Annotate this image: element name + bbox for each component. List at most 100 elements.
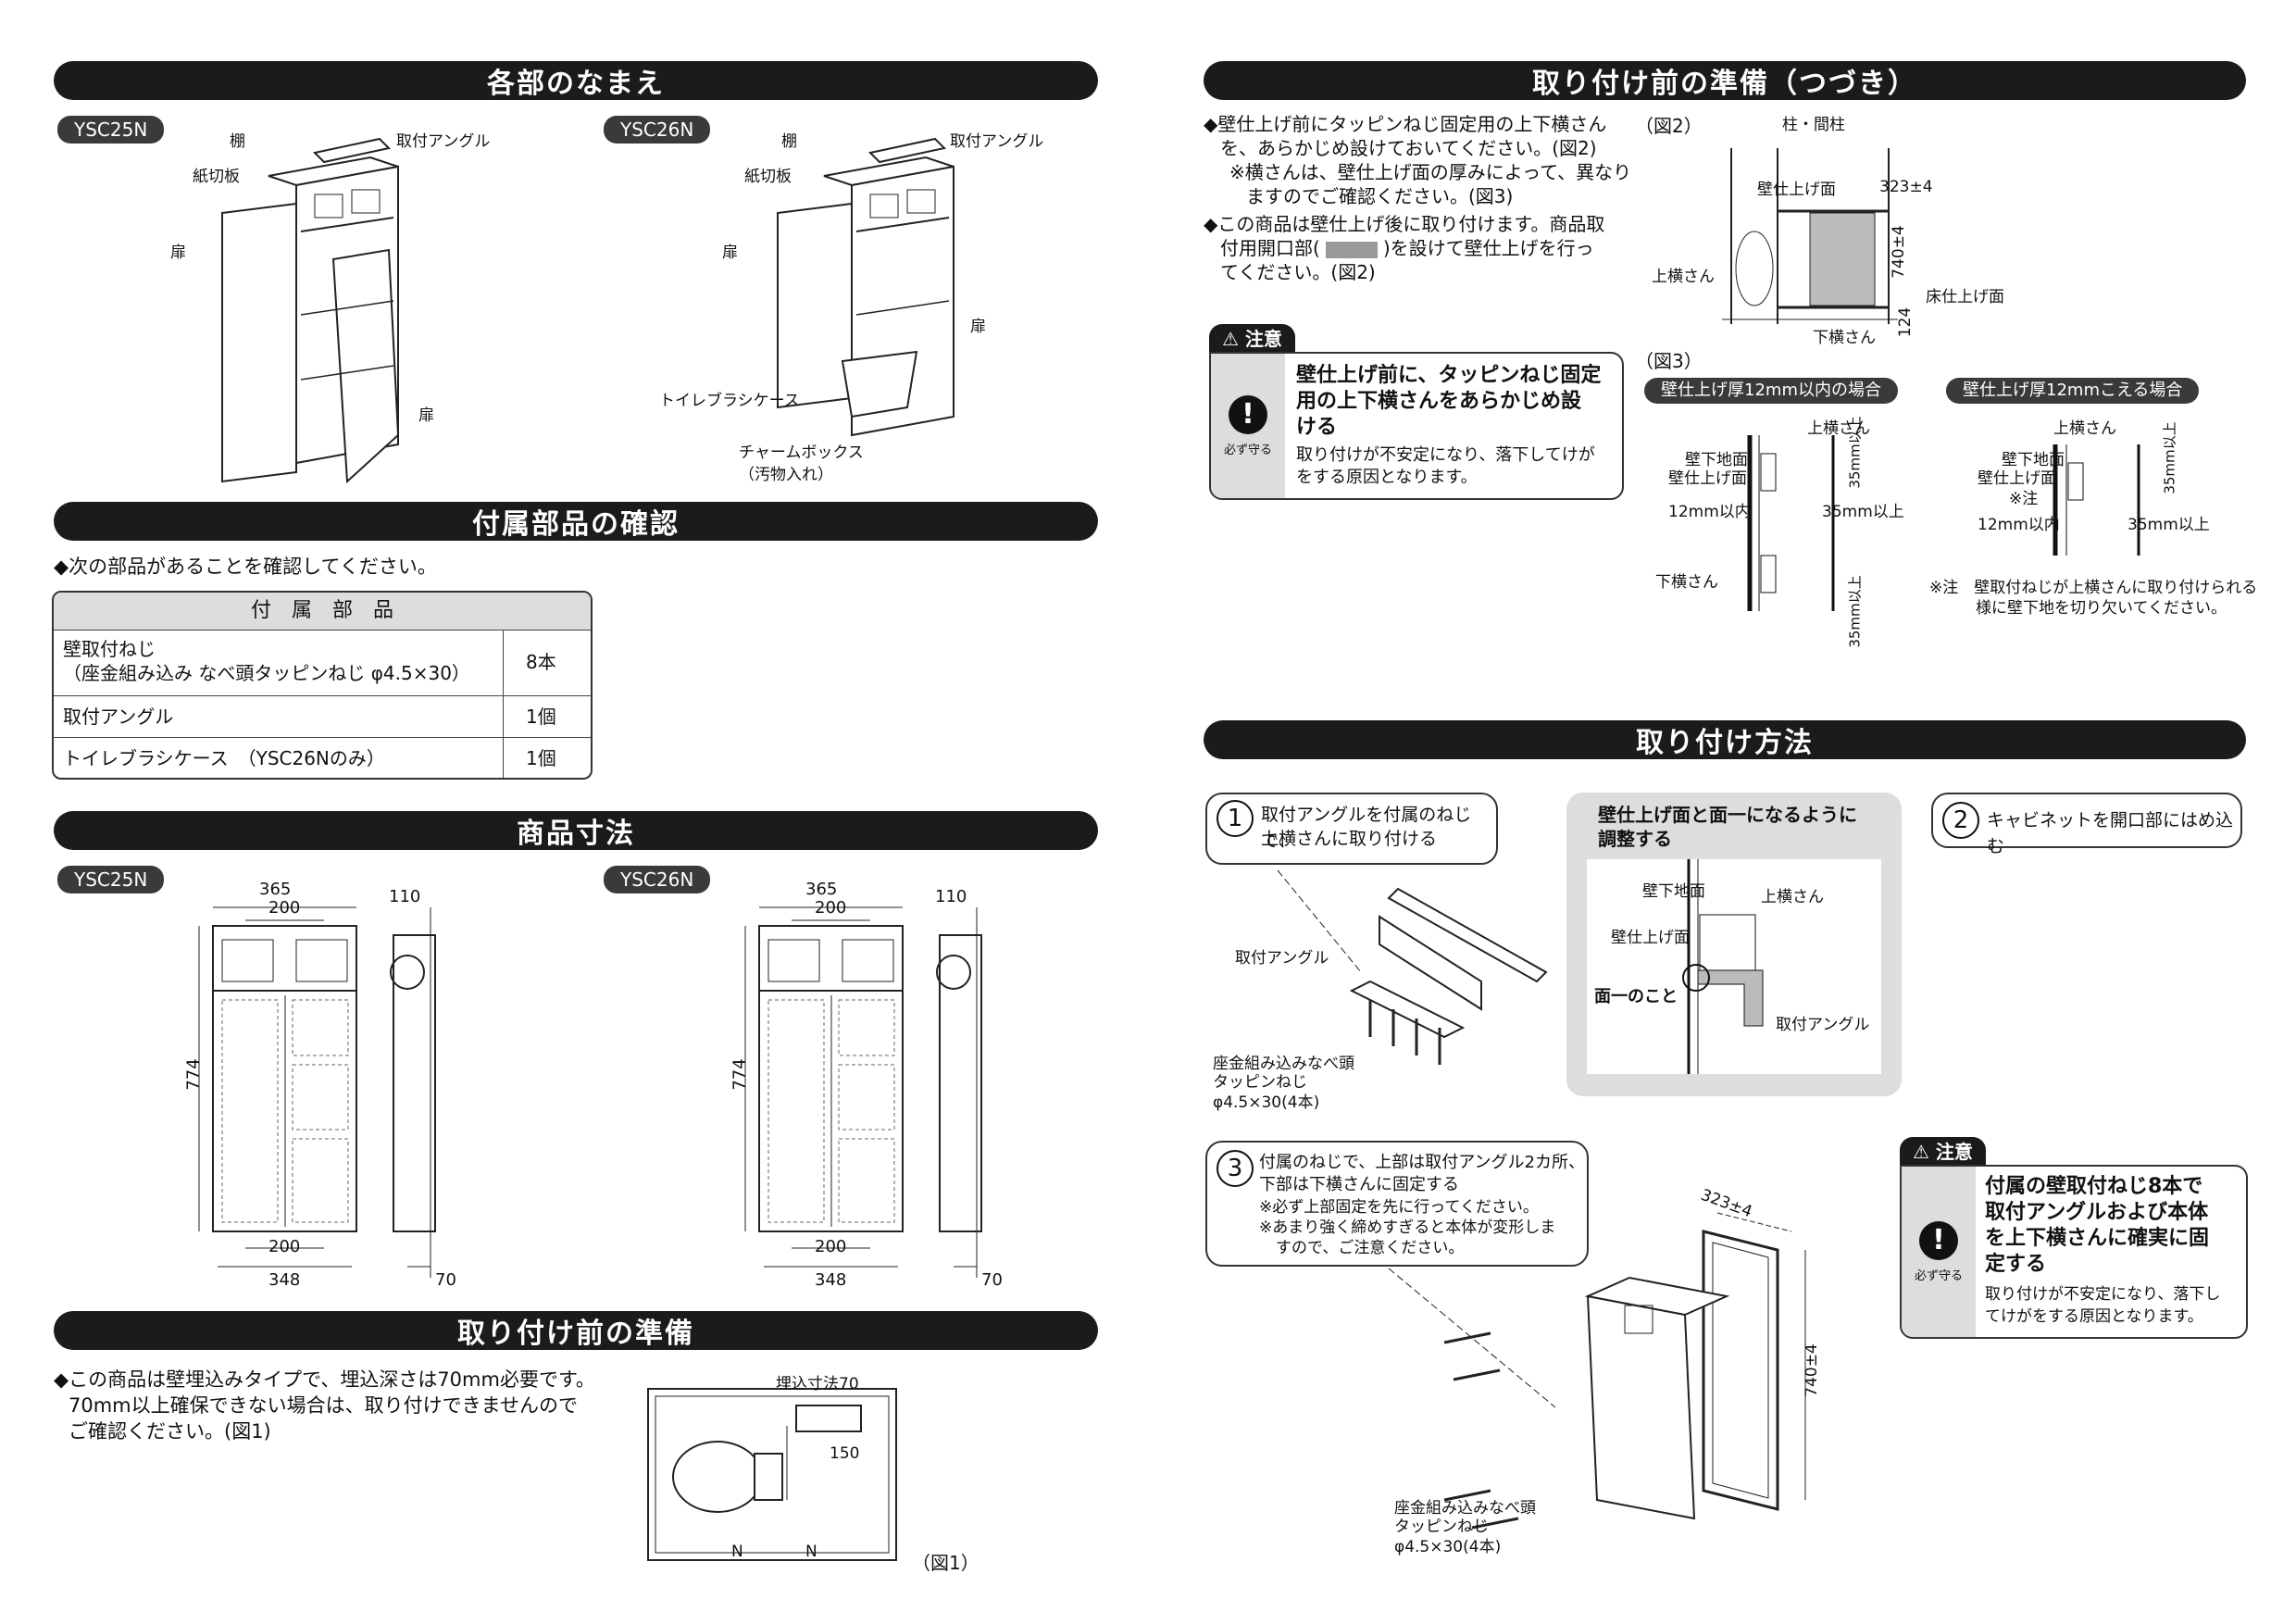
row-qty: 1個 <box>526 706 556 728</box>
step3-text-3: ※必ず上部固定を先に行ってください。 <box>1259 1198 1539 1217</box>
dims-drawing-a <box>198 906 436 1278</box>
fig3-c1-35mm-v2: 35mm以上 <box>1846 575 1864 648</box>
fig2-drawing <box>1722 148 1898 324</box>
table-header: 付 属 部 品 <box>54 593 591 631</box>
caution2-tab: ⚠ 注意 <box>1900 1137 1986 1167</box>
prep-cont-b2-3: てください。(図2) <box>1220 261 1376 283</box>
fig2-wall-finish: 壁仕上げ面 <box>1757 181 1836 199</box>
fig3-footnote-2: 様に壁下地を切り欠いてください。 <box>1976 599 2227 618</box>
prep-cont-b1-2: を、あらかじめ設けておいてください。(図2) <box>1220 137 1597 159</box>
label-charm-box-sub: （汚物入れ） <box>739 466 833 484</box>
label-door-a-right: 扉 <box>418 406 434 425</box>
table-row: トイレブラシケース （YSC26Nのみ） 1個 <box>54 738 591 778</box>
prep-cont-b2-2: 付用開口部()を設けて壁仕上げを行っ <box>1220 235 1594 261</box>
exclamation-icon: ! <box>1229 394 1267 434</box>
step2-box: 2 キャビネットを開口部にはめ込む <box>1931 793 2242 856</box>
dim-b-bottom-width: 348 <box>815 1270 847 1290</box>
fig2-floor: 床仕上げ面 <box>1926 288 2004 306</box>
prep-text-2: 70mm以上確保できない場合は、取り付けできませんので <box>69 1394 579 1417</box>
dim-b-depth: 110 <box>935 887 967 906</box>
fig1-caption: （図1） <box>912 1552 980 1574</box>
caution1-head1: 壁仕上げ前に、タッピンねじ固定 <box>1296 364 1602 387</box>
row-sub: （座金組み込み なべ頭タッピンねじ φ4.5×30） <box>63 662 470 684</box>
cabinet-b-illustration <box>777 137 955 437</box>
caution2-body1: 取り付けが不安定になり、落下し <box>1985 1285 2221 1304</box>
step3-dim-740: 740±4 <box>1802 1343 1821 1397</box>
row-name: 取付アングル <box>63 706 174 728</box>
fig2-dim-323: 323±4 <box>1879 178 1933 196</box>
label-shelf-a: 棚 <box>230 132 245 151</box>
fig3-c1-under: 壁下地面 <box>1685 451 1748 469</box>
step3-screw-3: φ4.5×30(4本) <box>1394 1538 1502 1556</box>
caution2-head3: を上下横さんに確実に固 <box>1985 1227 2210 1250</box>
prep-text-3: ご確認ください。(図1) <box>69 1420 271 1443</box>
dim-a-bottom-inner: 200 <box>268 1237 301 1256</box>
fig2-lower: 下横さん <box>1813 329 1876 347</box>
step3-box: 3 付属のねじで、上部は取付アングル2カ所、 下部は下横さんに固定する ※必ず上… <box>1205 1141 1589 1267</box>
caution1-body2: をする原因となります。 <box>1296 468 1478 487</box>
prep-cont-b1-1: ◆壁仕上げ前にタッピンねじ固定用の上下横さん <box>1204 113 1607 135</box>
caution1-body1: 取り付けが不安定になり、落下してけが <box>1296 445 1595 465</box>
fig3-c2-35mm: 35mm以上 <box>2128 516 2210 534</box>
fig1-floorplan <box>647 1388 897 1561</box>
fig2-upper: 上横さん <box>1652 268 1715 286</box>
fig3-c1-35mm-v1: 35mm以上 <box>1846 416 1864 489</box>
fig1-label: 埋込寸法70 <box>776 1375 859 1393</box>
label-door-a-left: 扉 <box>170 244 186 262</box>
fig1-dim: 150 <box>830 1444 860 1463</box>
dim-a-width: 365 <box>259 880 292 899</box>
caution1-tab: ⚠ 注意 <box>1209 324 1295 354</box>
fig1-n-1: N <box>731 1543 743 1561</box>
caution1-side: ! 必ず守る <box>1211 354 1285 498</box>
prep-cont-b1-1-content: 壁仕上げ前にタッピンねじ固定用の上下横さん <box>1217 113 1607 135</box>
fig3-c2-35mm-v: 35mm以上 <box>2161 421 2178 494</box>
step1-angle-label: 取付アングル <box>1235 949 1329 968</box>
fig2-dim-124: 124 <box>1896 306 1915 338</box>
adjust-under: 壁下地面 <box>1642 882 1705 901</box>
label-door-b-right: 扉 <box>970 318 986 336</box>
adjust-drawing <box>1682 859 1764 1074</box>
adjust-text-2: 調整する <box>1598 828 1672 850</box>
step3-number: 3 <box>1217 1150 1254 1187</box>
model-badge-a-dims: YSC25N <box>57 866 165 893</box>
prep-cont-b2-1: ◆この商品は壁仕上げ後に取り付けます。商品取 <box>1204 213 1605 235</box>
caution2-head2: 取付アングルおよび本体 <box>1985 1201 2209 1224</box>
fig3-case2: 壁仕上げ厚12mmこえる場合 <box>1946 378 2200 404</box>
fig3-c2-note: ※注 <box>2009 490 2039 508</box>
adjust-finish: 壁仕上げ面 <box>1611 929 1690 947</box>
opening-swatch <box>1325 241 1378 258</box>
fig2-dim-740: 740±4 <box>1889 225 1908 279</box>
fig3-c2-upper: 上横さん <box>2053 419 2116 438</box>
step1-box: 1 取付アングルを付属のねじで、 上横さんに取り付ける <box>1205 793 1498 865</box>
header-names: 各部のなまえ <box>54 61 1098 100</box>
fig3-c1-upper: 上横さん <box>1807 419 1870 438</box>
fig3-case1: 壁仕上げ厚12mm以内の場合 <box>1644 378 1898 404</box>
dims-drawing-b <box>744 906 982 1278</box>
label-paper-divider-a: 紙切板 <box>193 168 240 186</box>
prep-text-1: ◆この商品は壁埋込みタイプで、埋込深さは70mm必要です。 <box>54 1368 595 1391</box>
table-row: 壁取付ねじ （座金組み込み なべ頭タッピンねじ φ4.5×30） 8本 <box>54 631 591 696</box>
dim-a-height: 774 <box>183 1058 204 1091</box>
label-door-b-left: 扉 <box>722 244 738 262</box>
adjust-angle: 取付アングル <box>1776 1016 1870 1034</box>
caution1-head3: ける <box>1296 416 1338 439</box>
adjust-drawing-area <box>1587 859 1881 1074</box>
caution2-head1: 付属の壁取付ねじ8本で <box>1985 1175 2203 1198</box>
caution2-body2: てけがをする原因となります。 <box>1985 1307 2203 1326</box>
fig3-case1-drawing <box>1747 435 1835 611</box>
step1-screw-2: タッピンねじ <box>1213 1073 1307 1092</box>
model-badge-a: YSC25N <box>57 116 165 144</box>
adjust-panel: 壁仕上げ面と面一になるように 調整する 壁下地面 壁仕上げ面 上横さん 面一のこ… <box>1566 793 1902 1096</box>
step3-drawing <box>1388 1212 1806 1530</box>
accessories-intro: ◆次の部品があることを確認してください。 <box>54 556 437 578</box>
header-prep-cont: 取り付け前の準備（つづき） <box>1204 61 2246 100</box>
label-brush-case: トイレブラシケース <box>659 392 800 410</box>
label-charm-box: チャームボックス <box>739 443 864 462</box>
fig2-caption: （図2） <box>1635 115 1703 137</box>
accessories-table: 付 属 部 品 壁取付ねじ （座金組み込み なべ頭タッピンねじ φ4.5×30）… <box>52 591 593 780</box>
header-dimensions: 商品寸法 <box>54 811 1098 850</box>
adjust-upper: 上横さん <box>1761 888 1824 906</box>
fig3-caption: （図3） <box>1635 350 1703 372</box>
step2-number: 2 <box>1942 802 1979 839</box>
dim-a-bottom-depth: 70 <box>435 1270 456 1290</box>
